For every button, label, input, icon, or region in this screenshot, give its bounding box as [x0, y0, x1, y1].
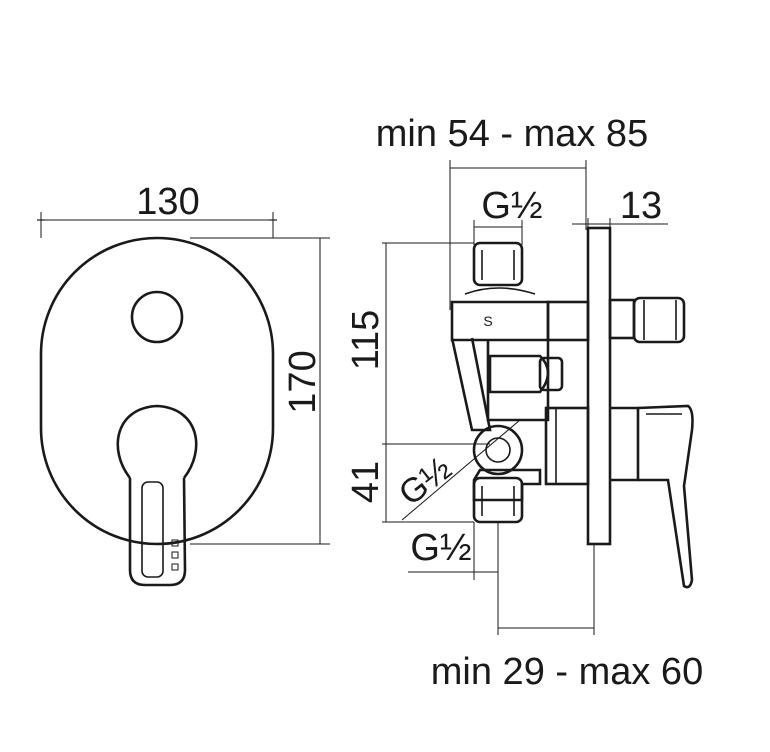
cover-plate [39, 236, 275, 546]
thread-side-label: G½ [392, 449, 459, 513]
dimension-height-upper: 115 [345, 242, 490, 445]
dimension-front-width: 130 [37, 181, 277, 238]
front-view: 130 170 [37, 181, 330, 587]
diverter-knob [130, 290, 184, 344]
wall-plate [586, 226, 612, 546]
thread-bottom-label: G½ [410, 527, 471, 569]
thread-top-label: G½ [481, 185, 542, 227]
dimension-front-height: 170 [190, 237, 330, 545]
dimension-side-depth [449, 160, 587, 310]
handle-hub [116, 404, 198, 479]
side-lever-handle [610, 404, 694, 589]
lever-slot [141, 481, 164, 578]
side-view: min 54 - max 85 G½ 13 115 [345, 113, 703, 693]
side-diverter-knob [608, 296, 686, 344]
height-upper-label: 115 [345, 310, 387, 371]
lever-dots [171, 539, 179, 571]
plate-thickness-label: 13 [620, 185, 662, 227]
front-height-label: 170 [282, 350, 324, 413]
dimension-bottom-depth [497, 545, 595, 635]
bottom-depth-range-label: min 29 - max 60 [431, 651, 703, 693]
dimension-height-lower: 41 [345, 444, 474, 523]
handle-lever [128, 477, 187, 587]
side-depth-range-label: min 54 - max 85 [376, 113, 648, 155]
height-lower-label: 41 [345, 461, 387, 503]
front-width-label: 130 [136, 181, 199, 223]
dimension-thread-top [473, 220, 523, 245]
valve-body: S [450, 241, 590, 524]
dimension-thread-bottom [408, 522, 499, 580]
body-letter-mark: S [483, 313, 492, 329]
